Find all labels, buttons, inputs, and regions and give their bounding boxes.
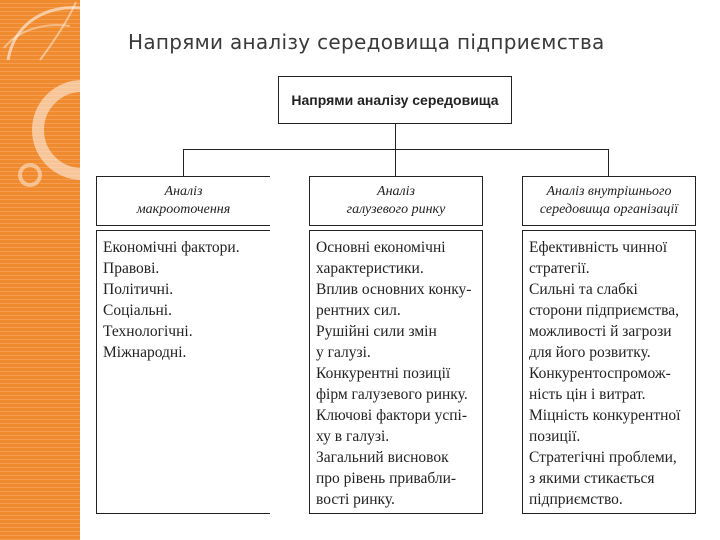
column-header-line: середовища організації bbox=[540, 201, 678, 219]
list-item: Економічні фактори. bbox=[103, 237, 265, 258]
column-internal-environment: Аналіз внутрішнього середовища організац… bbox=[522, 176, 696, 514]
list-item: рентних сил. bbox=[316, 300, 477, 321]
column-internal-environment-list: Ефективність чинної стратегії. Сильні та… bbox=[522, 230, 696, 514]
column-macro-environment-header: Аналіз макрооточення bbox=[96, 176, 270, 226]
column-internal-environment-header: Аналіз внутрішнього середовища організац… bbox=[522, 176, 696, 226]
list-item: можливості й загрози bbox=[529, 321, 690, 342]
column-macro-environment: Аналіз макрооточення Економічні фактори.… bbox=[96, 176, 270, 514]
list-item: ність цін і витрат. bbox=[529, 384, 690, 405]
list-item: сторони підприємства, bbox=[529, 300, 690, 321]
list-item: з якими стикається bbox=[529, 468, 690, 489]
list-item: Основні економічні bbox=[316, 237, 477, 258]
column-macro-environment-list: Економічні фактори. Правові. Політичні. … bbox=[96, 230, 270, 514]
list-item: Загальний висновок bbox=[316, 447, 477, 468]
list-item: про рівень привабли- bbox=[316, 468, 477, 489]
column-header-line: Аналіз внутрішнього bbox=[540, 183, 678, 201]
connector-vertical-top bbox=[395, 124, 396, 149]
list-item: Стратегічні проблеми, bbox=[529, 447, 690, 468]
list-item: Міцність конкурентної bbox=[529, 405, 690, 426]
list-item: Вплив основних конку- bbox=[316, 279, 477, 300]
list-item: Ефективність чинної bbox=[529, 237, 690, 258]
column-industry-market-list: Основні економічні характеристики. Вплив… bbox=[309, 230, 483, 514]
list-item: фірм галузевого ринку. bbox=[316, 384, 477, 405]
list-item: Рушійні сили змін bbox=[316, 321, 477, 342]
list-item: для його розвитку. bbox=[529, 342, 690, 363]
slide-title: Напрями аналізу середовища підприємства bbox=[128, 30, 708, 54]
list-item: у галузі. bbox=[316, 342, 477, 363]
connector-left-drop bbox=[183, 149, 184, 176]
connector-right-drop bbox=[608, 149, 609, 176]
column-header-line: макрооточення bbox=[137, 201, 231, 219]
list-item: позиції. bbox=[529, 426, 690, 447]
list-item: вості ринку. bbox=[316, 489, 477, 510]
list-item: підприємство. bbox=[529, 489, 690, 510]
list-item: Технологічні. bbox=[103, 321, 265, 342]
list-item: ху в галузі. bbox=[316, 426, 477, 447]
connector-horizontal bbox=[183, 149, 609, 150]
list-item: Правові. bbox=[103, 258, 265, 279]
connector-middle-drop bbox=[395, 149, 396, 176]
top-box-environment-analysis: Напрями аналізу середовища bbox=[278, 76, 512, 124]
column-industry-market-header: Аналіз галузевого ринку bbox=[309, 176, 483, 226]
list-item: Політичні. bbox=[103, 279, 265, 300]
column-industry-market: Аналіз галузевого ринку Основні економіч… bbox=[309, 176, 483, 514]
list-item: стратегії. bbox=[529, 258, 690, 279]
decorative-leaf-swirl-icon bbox=[0, 0, 80, 540]
column-header-line: Аналіз bbox=[347, 183, 446, 201]
list-item: характеристики. bbox=[316, 258, 477, 279]
list-item: Конкурентоспромож- bbox=[529, 363, 690, 384]
column-header-line: галузевого ринку bbox=[347, 201, 446, 219]
list-item: Ключові фактори успі- bbox=[316, 405, 477, 426]
list-item: Сильні та слабкі bbox=[529, 279, 690, 300]
list-item: Конкурентні позиції bbox=[316, 363, 477, 384]
column-header-line: Аналіз bbox=[137, 183, 231, 201]
decorative-side-stripe bbox=[0, 0, 80, 540]
list-item: Міжнародні. bbox=[103, 342, 265, 363]
list-item: Соціальні. bbox=[103, 300, 265, 321]
